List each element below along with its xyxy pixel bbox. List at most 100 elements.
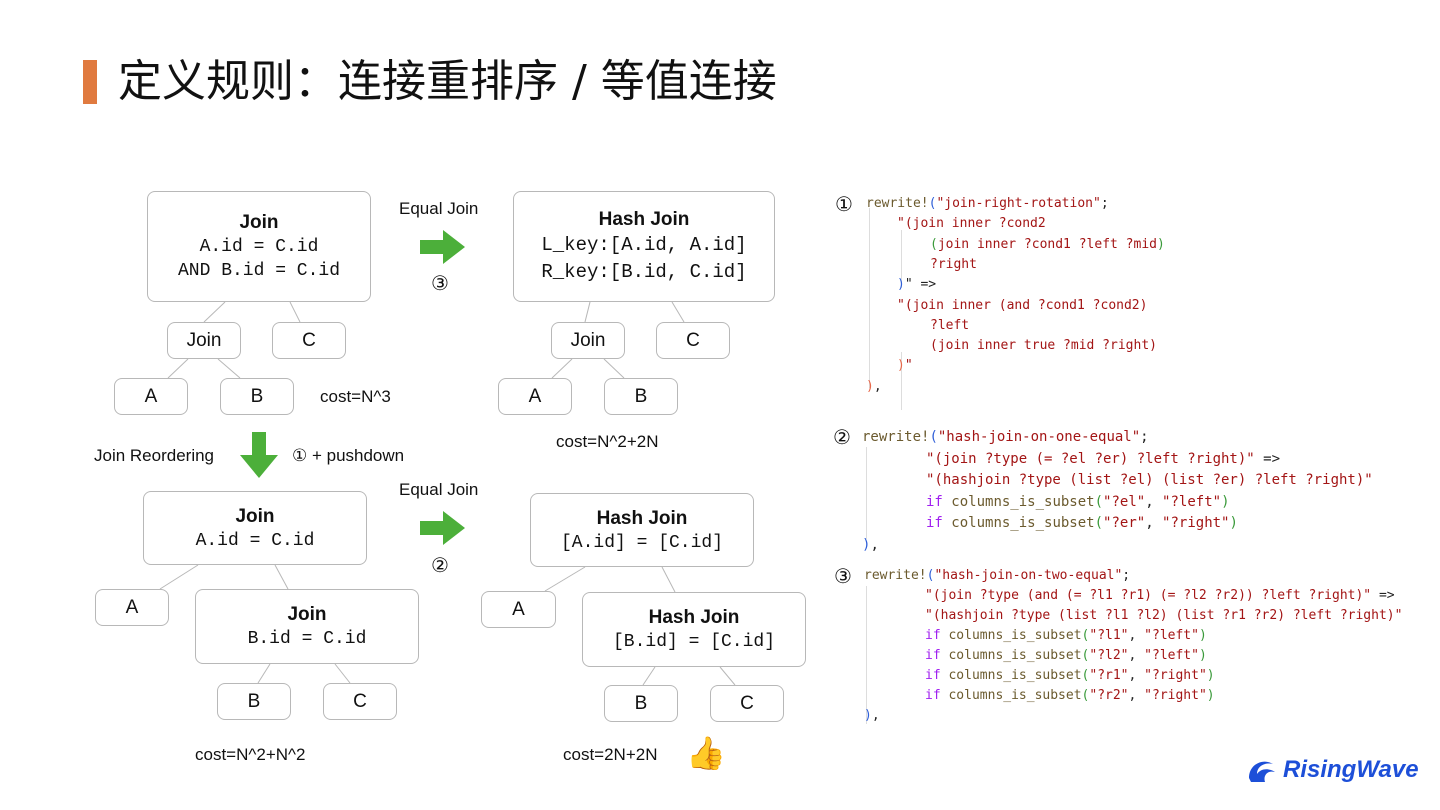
code-token: "?right" (1162, 515, 1230, 531)
join-condition: [B.id] = [C.id] (612, 632, 776, 652)
code-token: columns_is_subset (948, 648, 1082, 663)
table-node-b: B (604, 378, 678, 415)
code-token: "?er" (1103, 515, 1146, 531)
cost-label: cost=2N+2N (563, 745, 658, 764)
code-line: if columns_is_subset("?el", "?left") (926, 492, 1230, 514)
wave-logo-icon (1249, 761, 1275, 782)
code-token: ) (1156, 236, 1165, 252)
join-condition: A.id = C.id (195, 530, 315, 551)
rule-number: ③ (834, 564, 852, 588)
code-token: "(join inner ?cond2 (897, 216, 1046, 232)
node-label: C (686, 329, 700, 351)
node-title: Join (235, 505, 275, 527)
cost-label: cost=N^3 (320, 387, 391, 406)
code-token: , (871, 708, 880, 723)
table-node-a: A (95, 589, 169, 626)
code-line: if columns_is_subset("?l2", "?left") (925, 646, 1207, 666)
code-line: if columns_is_subset("?l1", "?left") (925, 626, 1207, 646)
code-token: , (1128, 648, 1145, 663)
table-node-a: A (498, 378, 572, 415)
code-line: "(hashjoin ?type (list ?el) (list ?er) ?… (926, 470, 1373, 492)
page-title: 定义规则：连接重排序 / 等值连接 (118, 56, 777, 107)
code-token: "?left" (1162, 493, 1222, 510)
node-label: Join (570, 329, 606, 351)
code-line: if columns_is_subset("?r1", "?right") (925, 666, 1215, 686)
code-line: ), (862, 535, 879, 557)
code-token: columns_is_subset (951, 515, 1095, 531)
node-label: B (634, 692, 648, 714)
code-token: rewrite! (864, 568, 927, 583)
code-line: "(join inner ?cond2 (897, 214, 1046, 234)
code-token: rewrite! (862, 429, 930, 445)
code-token: ) (897, 277, 905, 293)
code-line: "(join ?type (= ?el ?er) ?left ?right)" … (926, 449, 1280, 471)
code-line: "(hashjoin ?type (list ?l1 ?l2) (list ?r… (925, 606, 1402, 626)
node-label: A (528, 385, 542, 407)
table-node-b: B (217, 683, 291, 720)
node-title: Hash Join (596, 507, 688, 529)
code-line: rewrite!("hash-join-on-one-equal"; (862, 427, 1149, 449)
code-token: ( (1081, 628, 1090, 643)
join-node: Join A.id = C.id AND B.id = C.id (147, 191, 371, 302)
code-token: "(join ?type (and (= ?l1 ?r1) (= ?l2 ?r2… (925, 588, 1372, 603)
code-token: , (1128, 668, 1145, 683)
node-label: C (353, 690, 367, 712)
code-token: "?left" (1144, 648, 1199, 663)
indent-guide (869, 208, 870, 388)
hash-join-node: Hash Join [B.id] = [C.id] (582, 592, 806, 667)
code-token: , (1145, 493, 1163, 510)
code-token: "(hashjoin ?type (list ?l1 ?l2) (list ?r… (925, 608, 1403, 623)
node-label: B (634, 385, 648, 407)
code-token: "?right" (1144, 668, 1207, 683)
code-line: (join inner ?cond1 ?left ?mid) (930, 235, 1165, 255)
code-token: " => (904, 277, 937, 293)
code-token: ( (1081, 648, 1090, 663)
code-line: if columns_is_subset("?er", "?right") (926, 513, 1238, 535)
indent-guide (901, 230, 902, 288)
step-label: ① + pushdown (292, 446, 405, 465)
code-token: ; (1140, 429, 1149, 445)
code-token: "join-right-rotation" (936, 196, 1101, 211)
left-key: L_key:[A.id, A.id] (541, 234, 747, 256)
node-label: A (512, 598, 525, 620)
arrow-right-icon (420, 230, 465, 264)
title-accent-bar (83, 60, 97, 104)
step-number: ③ (431, 271, 449, 295)
node-title: Hash Join (598, 209, 690, 230)
code-token: ( (1094, 493, 1104, 510)
code-token: => (1254, 450, 1281, 467)
indent-guide (901, 352, 902, 410)
equal-join-label: Equal Join (399, 480, 479, 499)
indent-guide (866, 447, 867, 539)
node-title: Join (239, 212, 279, 233)
code-token: "(hashjoin ?type (list ?el) (list ?er) ?… (926, 472, 1373, 488)
code-token: if (925, 648, 949, 663)
table-node-b: B (220, 378, 294, 415)
join-node: Join A.id = C.id (143, 491, 367, 565)
code-token: ( (929, 429, 938, 445)
code-token: ) (1229, 515, 1238, 531)
equal-join-label: Equal Join (399, 199, 479, 218)
node-label: B (250, 385, 264, 407)
code-token: "(join ?type (= ?el ?er) ?left ?right)" (926, 450, 1255, 467)
code-token: "hash-join-on-one-equal" (937, 429, 1141, 445)
node-label: B (247, 690, 261, 712)
code-token: ) (1206, 668, 1215, 683)
join-reordering-label: Join Reordering (94, 446, 215, 465)
join-condition: AND B.id = C.id (177, 261, 341, 281)
node-label: A (144, 385, 158, 407)
code-token: , (1128, 628, 1145, 643)
thumbs-up-icon: 👍 (686, 735, 726, 771)
table-node-b: B (604, 685, 678, 722)
join-node: Join (167, 322, 241, 359)
join-node: Join (551, 322, 625, 359)
cost-label: cost=N^2+N^2 (195, 745, 306, 764)
code-token: (join inner true ?mid ?right) (930, 338, 1157, 354)
code-token: if (926, 493, 952, 510)
code-line: )" => (897, 275, 936, 295)
code-line: rewrite!("hash-join-on-two-equal"; (864, 566, 1130, 586)
table-node-a: A (114, 378, 188, 415)
table-node-c: C (656, 322, 730, 359)
code-token: join inner ?cond1 ?left ?mid (937, 236, 1157, 252)
